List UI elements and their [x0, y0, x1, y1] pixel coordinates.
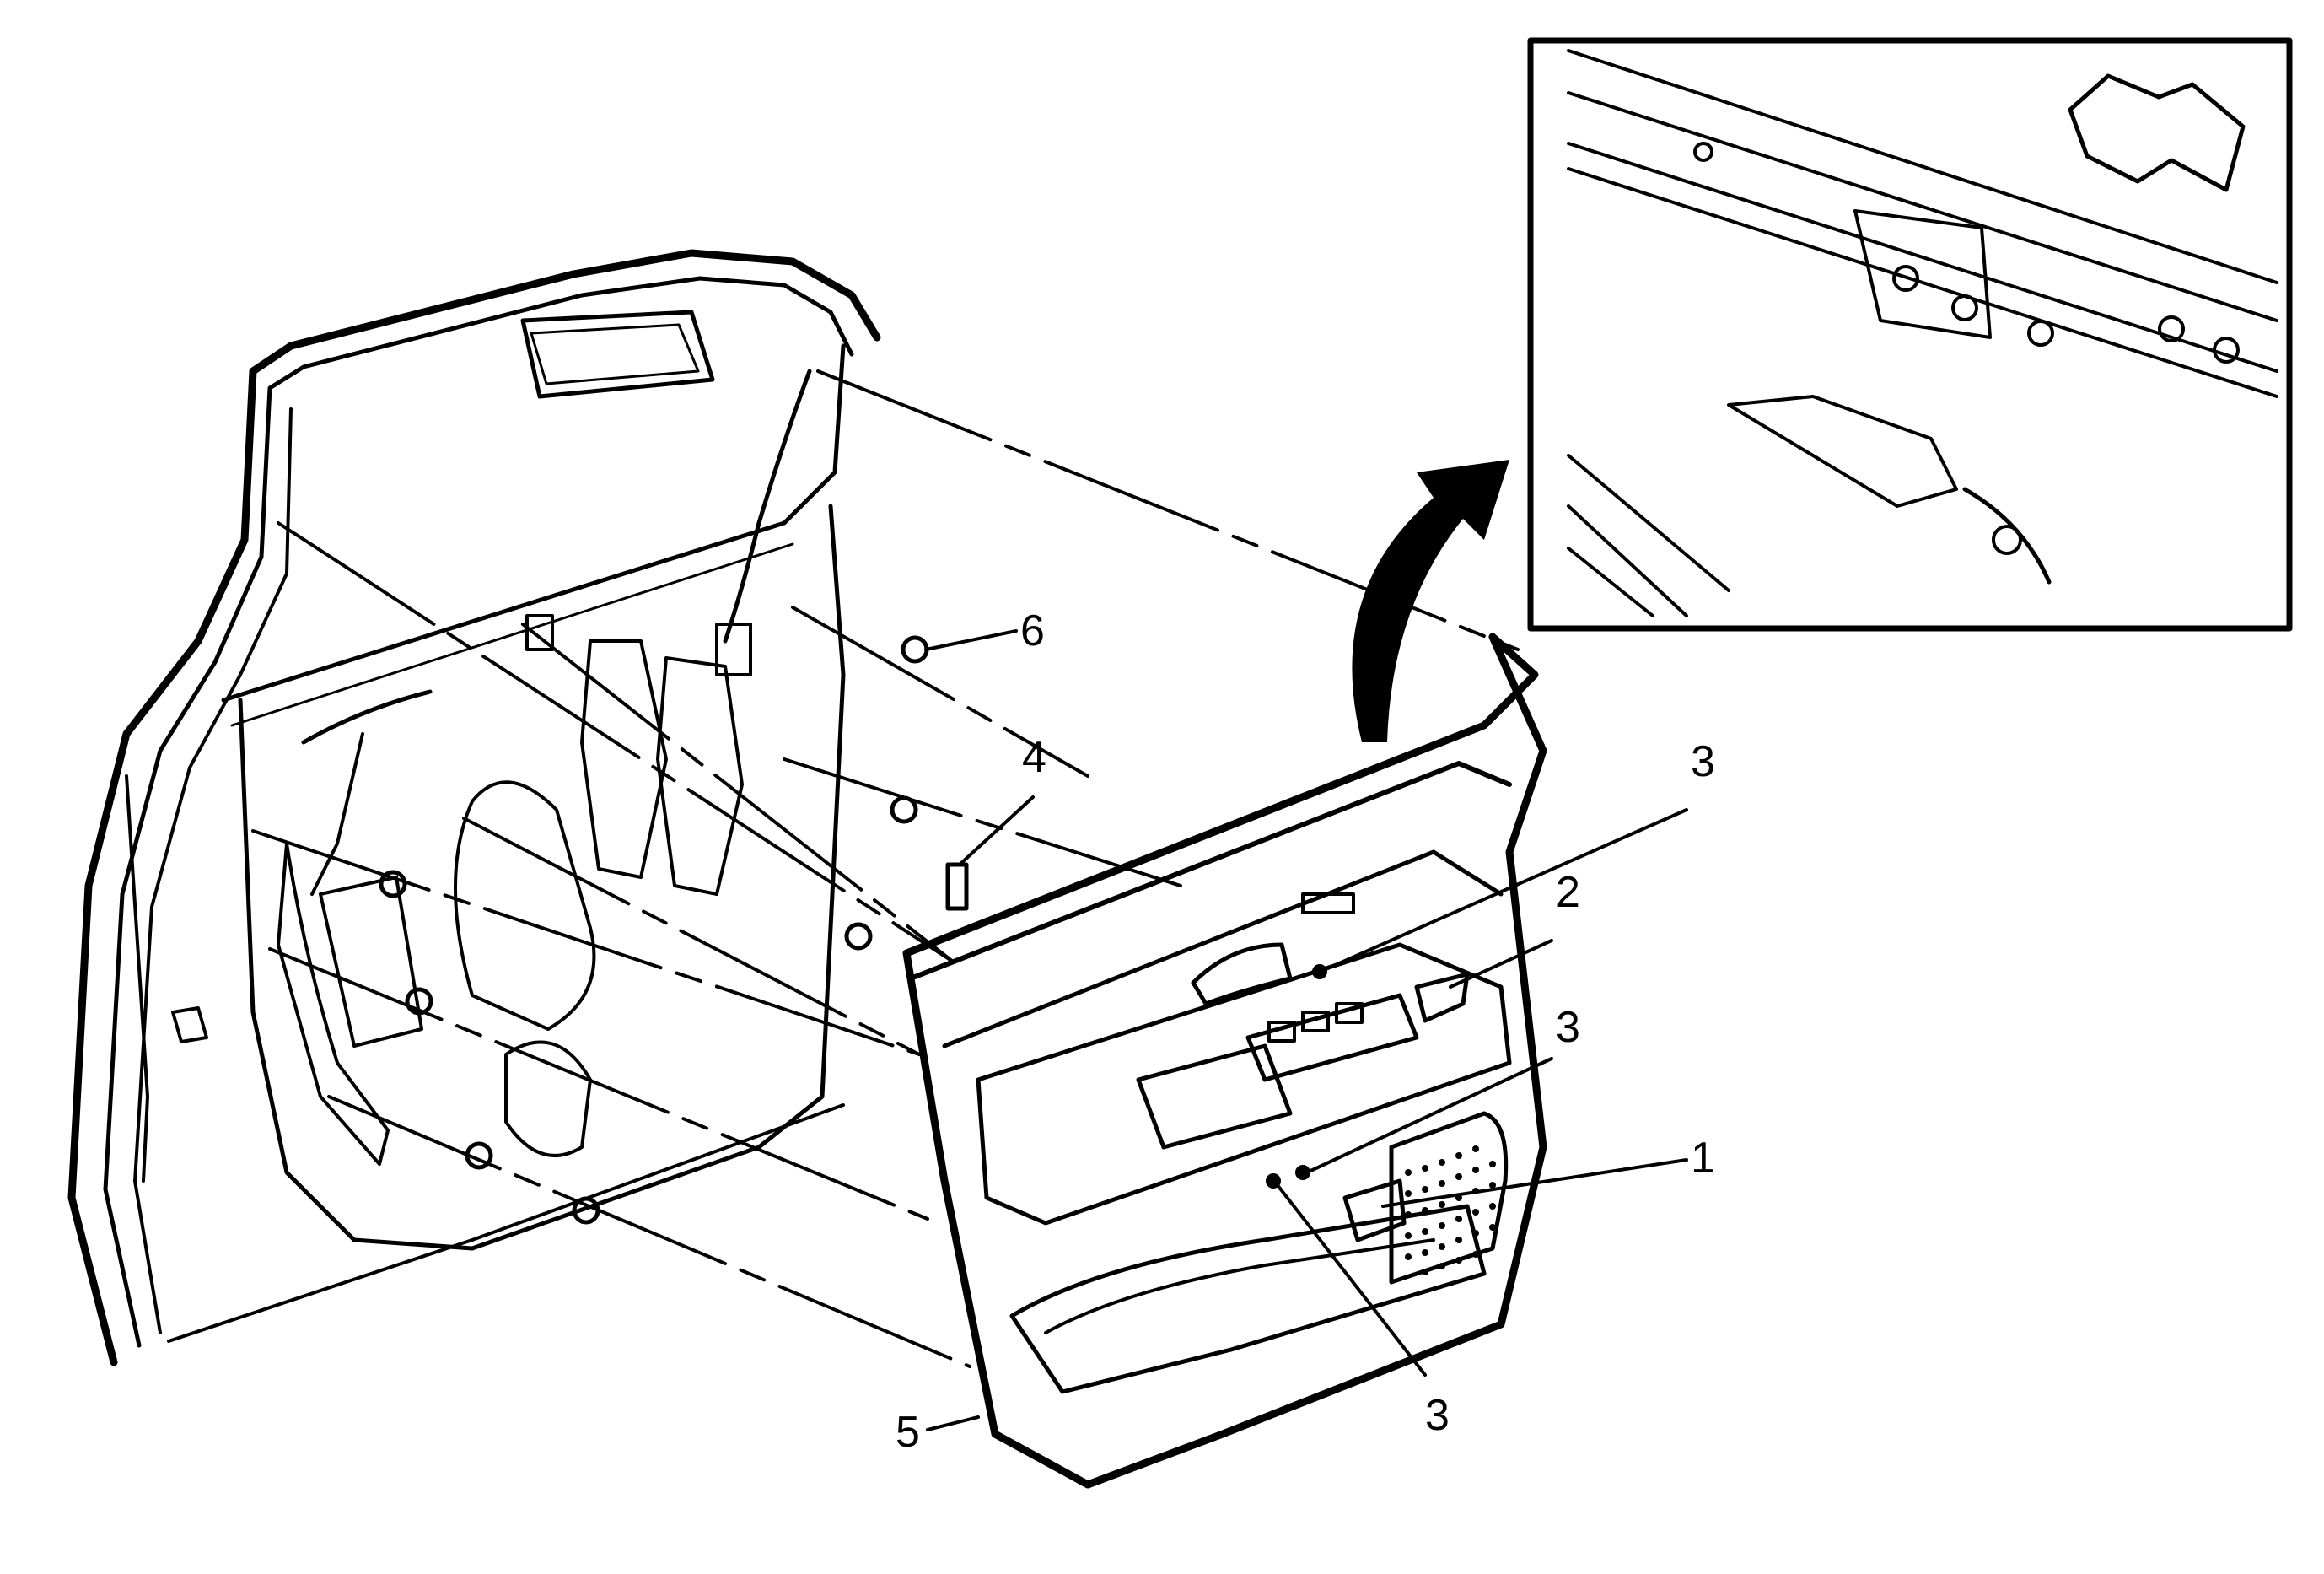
door-shell	[67, 249, 881, 1366]
alignment-lines	[251, 369, 1520, 1368]
trim-clip-4	[945, 862, 969, 911]
armrest-screw-cover	[1342, 1178, 1407, 1242]
door-trim-panel	[902, 633, 1547, 1489]
callout-1: 1	[1691, 1134, 1715, 1183]
detail-inset	[1527, 37, 2293, 632]
callout-5: 5	[896, 1408, 920, 1457]
callout-4: 4	[1022, 733, 1046, 782]
callout-3-middle: 3	[1556, 1003, 1580, 1052]
forward-arrow-icon	[2068, 73, 2246, 192]
handle-screw-cover	[1414, 972, 1470, 1023]
callout-labels: 6 4 3 2 3 1 3 5	[896, 606, 1715, 1457]
callout-leaders	[924, 629, 1688, 1431]
callout-3-top: 3	[1691, 737, 1715, 786]
speaker-grille-dots	[1405, 1145, 1496, 1275]
retainer-6	[901, 635, 929, 664]
screw	[1312, 964, 1327, 979]
callout-6: 6	[1020, 606, 1045, 655]
screw	[1295, 1165, 1310, 1180]
inset-frame	[1527, 37, 2293, 632]
retainer	[405, 987, 433, 1016]
callout-2: 2	[1556, 868, 1580, 917]
curved-arrow	[1352, 460, 1509, 742]
callout-3-bottom: 3	[1425, 1391, 1450, 1440]
retainer	[379, 870, 407, 898]
retainer	[844, 922, 873, 951]
